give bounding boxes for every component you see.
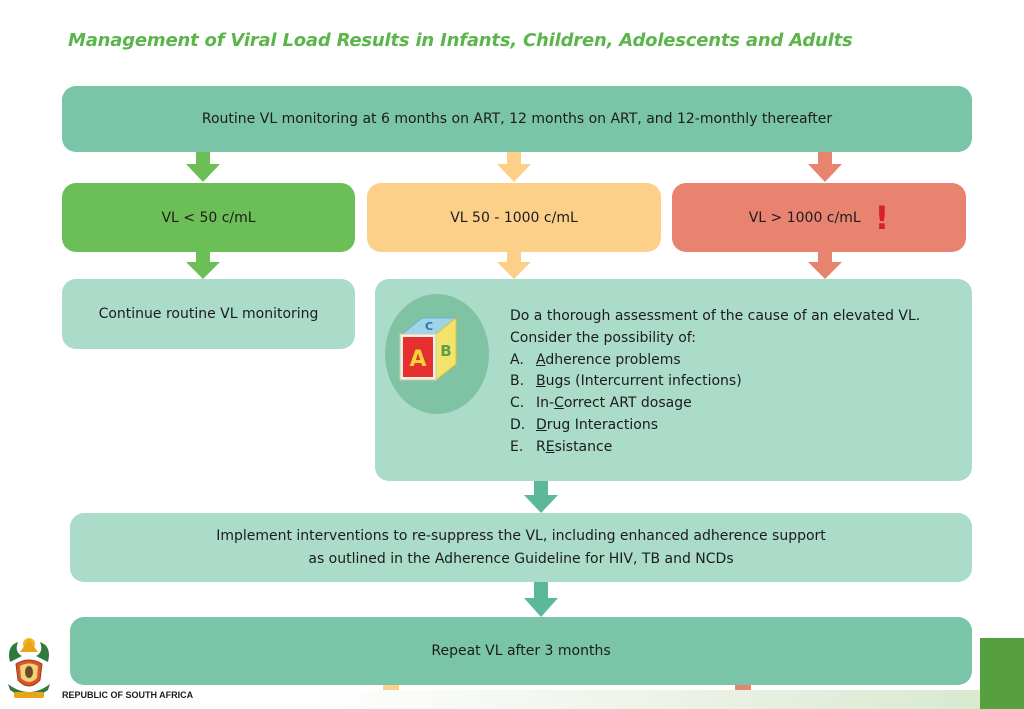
list-item: B. Bugs (Intercurrent infections) [510,373,742,390]
block-letter-a: A [409,347,426,372]
branch-high-label: VL > 1000 c/mL [748,209,861,226]
arrow-to-interventions [524,481,558,513]
branch-mid-box: VL 50 - 1000 c/mL [367,183,661,252]
green-corner-block [980,638,1024,709]
footer-band [0,690,1024,709]
branch-low-box: VL < 50 c/mL [62,183,355,252]
repeat-text: Repeat VL after 3 months [431,643,611,659]
exclamation-icon: ! [874,198,890,237]
block-letter-b: B [440,342,451,360]
assessment-line-1: Do a thorough assessment of the cause of… [510,308,921,324]
repeat-box: Repeat VL after 3 months [70,617,972,685]
branch-mid-label: VL 50 - 1000 c/mL [450,209,578,226]
routine-monitoring-box: Routine VL monitoring at 6 months on ART… [62,86,972,152]
abc-block-icon: A B C [385,294,489,414]
footer-country-label: REPUBLIC OF SOUTH AFRICA [62,690,194,700]
high-tail-mark [735,685,751,690]
interventions-line-2: as outlined in the Adherence Guideline f… [308,550,734,567]
arrow-to-high [808,152,842,182]
continue-monitoring-box: Continue routine VL monitoring [62,279,355,349]
continue-monitoring-text: Continue routine VL monitoring [98,306,319,322]
coat-of-arms-logo [8,638,50,698]
list-item: D. Drug Interactions [510,416,658,433]
branch-low-label: VL < 50 c/mL [161,209,256,226]
page-title: Management of Viral Load Results in Infa… [68,30,853,51]
arrow-mid-to-assessment [497,252,531,279]
arrow-low-to-continue [186,252,220,279]
list-item: C. In-Correct ART dosage [510,395,692,412]
list-item: E. REsistance [510,438,613,455]
arrow-to-repeat [524,582,558,617]
interventions-box: Implement interventions to re-suppress t… [70,513,972,582]
interventions-line-1: Implement interventions to re-suppress t… [216,527,826,544]
routine-monitoring-text: Routine VL monitoring at 6 months on ART… [201,111,833,127]
assessment-line-2: Consider the possibility of: [510,329,696,346]
block-letter-c: C [425,320,433,333]
assessment-text: Do a thorough assessment of the cause of… [510,306,920,459]
branch-high-box: VL > 1000 c/mL ! [672,183,966,252]
list-item: A. Adherence problems [510,351,681,368]
arrow-to-low [186,152,220,182]
arrow-to-mid [497,152,531,182]
arrow-high-to-assessment [808,252,842,279]
mid-tail-mark [383,685,399,690]
